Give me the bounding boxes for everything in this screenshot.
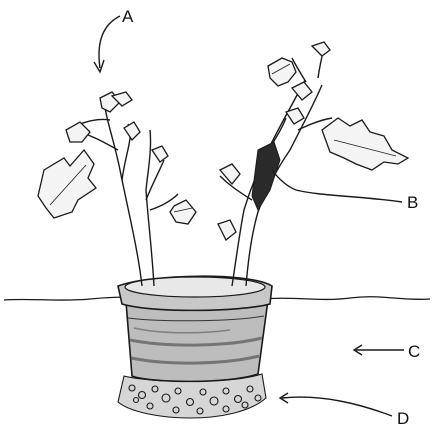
leaf-left-mid [66,122,90,142]
leaf-center-left [124,122,140,140]
leaves [38,42,408,240]
graft-mark [252,142,280,210]
callout-label-c: C [408,343,420,360]
leaf-stem-left-2 [152,146,168,162]
callout-label-a: A [122,8,133,25]
leaf-large-right [322,118,408,170]
leaf-right-lower [220,164,240,184]
callout-label-d: D [397,410,409,427]
flower-pot [118,276,272,381]
callout-label-b: B [407,194,418,211]
leaf-lower-left [170,200,196,224]
line-b [272,170,402,202]
arrow-a [99,16,120,68]
leaf-top-right-small [312,42,330,56]
arrow-d [282,397,392,416]
leaf-right-lower-2 [218,220,236,240]
leaf-large-left [38,150,96,218]
leaf-right-cluster [292,82,312,100]
leaf-top-right [268,58,296,86]
